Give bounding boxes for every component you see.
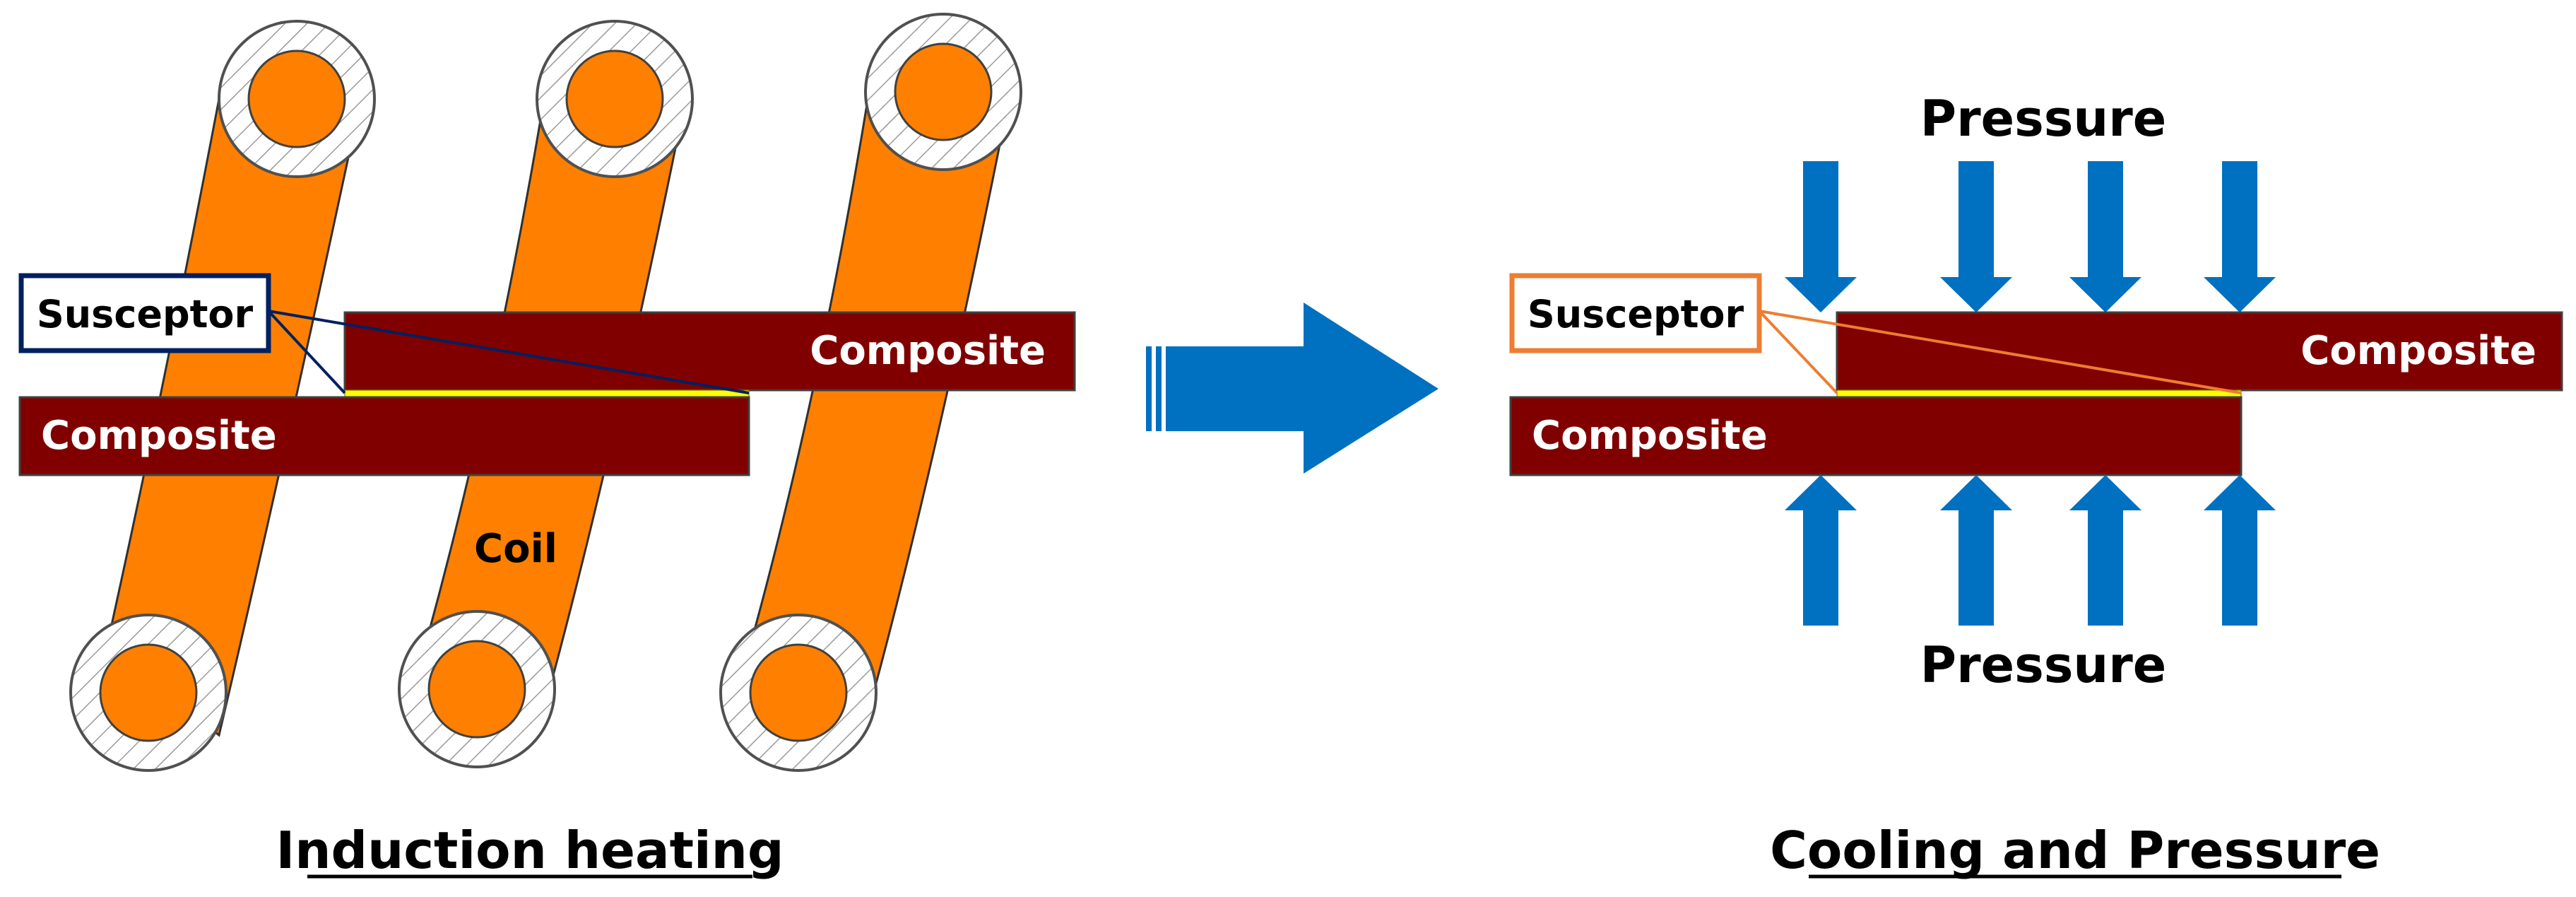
bottom-composite-label: Composite — [1532, 413, 1768, 459]
coil-label: Coil — [474, 526, 557, 572]
top-composite-label: Composite — [2300, 328, 2536, 374]
induction-heating-caption: Induction heating — [276, 821, 784, 880]
induction-heating-panel: Composite Composite Susceptor Coil Induc… — [18, 13, 1076, 880]
pressure-top-label: Pressure — [1920, 90, 2166, 148]
top-composite-bar — [1836, 311, 2563, 392]
bottom-composite-label: Composite — [41, 413, 277, 459]
top-composite-label: Composite — [810, 328, 1046, 374]
bottom-composite-bar — [1509, 396, 2243, 476]
cooling-pressure-caption: Cooling and Pressure — [1770, 821, 2380, 880]
svg-text:Cooling and Pressure: Cooling and Pressure — [1770, 821, 2380, 880]
susceptor-label: Susceptor — [1528, 292, 1744, 336]
top-composite-bar — [343, 311, 1076, 392]
cooling-pressure-panel: Pressure Composite Composite Susceptor — [1509, 90, 2563, 880]
pressure-up-arrows-icon — [1785, 475, 2276, 626]
susceptor-callout: Susceptor — [18, 273, 750, 394]
right-arrow-icon — [1146, 303, 1438, 474]
susceptor-callout: Susceptor — [1509, 273, 2242, 394]
bottom-composite-bar — [18, 396, 750, 476]
pressure-bottom-label: Pressure — [1920, 636, 2166, 694]
pressure-down-arrows-icon — [1785, 161, 2276, 312]
svg-text:Induction heating: Induction heating — [276, 821, 784, 880]
coil-bottom-ends — [69, 610, 878, 772]
susceptor-label: Susceptor — [37, 292, 254, 336]
